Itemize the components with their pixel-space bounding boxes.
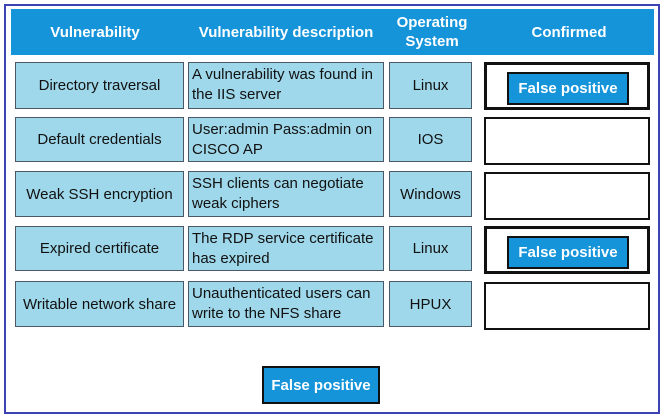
confirmed-drop-zone[interactable] [484, 282, 650, 330]
vulnerability-description: Unauthenticated users can write to the N… [188, 281, 384, 327]
vulnerability-name: Default credentials [15, 117, 184, 162]
vulnerability-description: User:admin Pass:admin on CISCO AP [188, 117, 384, 162]
vulnerability-name: Expired certificate [15, 226, 184, 271]
header-description: Vulnerability description [198, 23, 374, 41]
operating-system: Linux [389, 226, 472, 271]
vulnerability-description: A vulnerability was found in the IIS ser… [188, 62, 384, 109]
vulnerability-name: Writable network share [15, 281, 184, 327]
false-positive-chip[interactable]: False positive [507, 72, 629, 105]
confirmed-drop-zone[interactable]: False positive [484, 226, 650, 274]
header-os: Operating System [396, 14, 468, 50]
vulnerability-name: Directory traversal [15, 62, 184, 109]
false-positive-source-chip[interactable]: False positive [262, 366, 380, 404]
header-confirmed: Confirmed [531, 23, 607, 41]
confirmed-drop-zone[interactable] [484, 117, 650, 165]
operating-system: HPUX [389, 281, 472, 327]
table-header: Vulnerability Vulnerability description … [11, 9, 654, 55]
vulnerability-description: SSH clients can negotiate weak ciphers [188, 171, 384, 217]
vulnerability-name: Weak SSH encryption [15, 171, 184, 217]
vulnerability-description: The RDP service certificate has expired [188, 226, 384, 271]
header-vulnerability: Vulnerability [50, 23, 140, 41]
operating-system: IOS [389, 117, 472, 162]
confirmed-drop-zone[interactable]: False positive [484, 62, 650, 110]
operating-system: Windows [389, 171, 472, 217]
operating-system: Linux [389, 62, 472, 109]
confirmed-drop-zone[interactable] [484, 172, 650, 220]
false-positive-chip[interactable]: False positive [507, 236, 629, 269]
